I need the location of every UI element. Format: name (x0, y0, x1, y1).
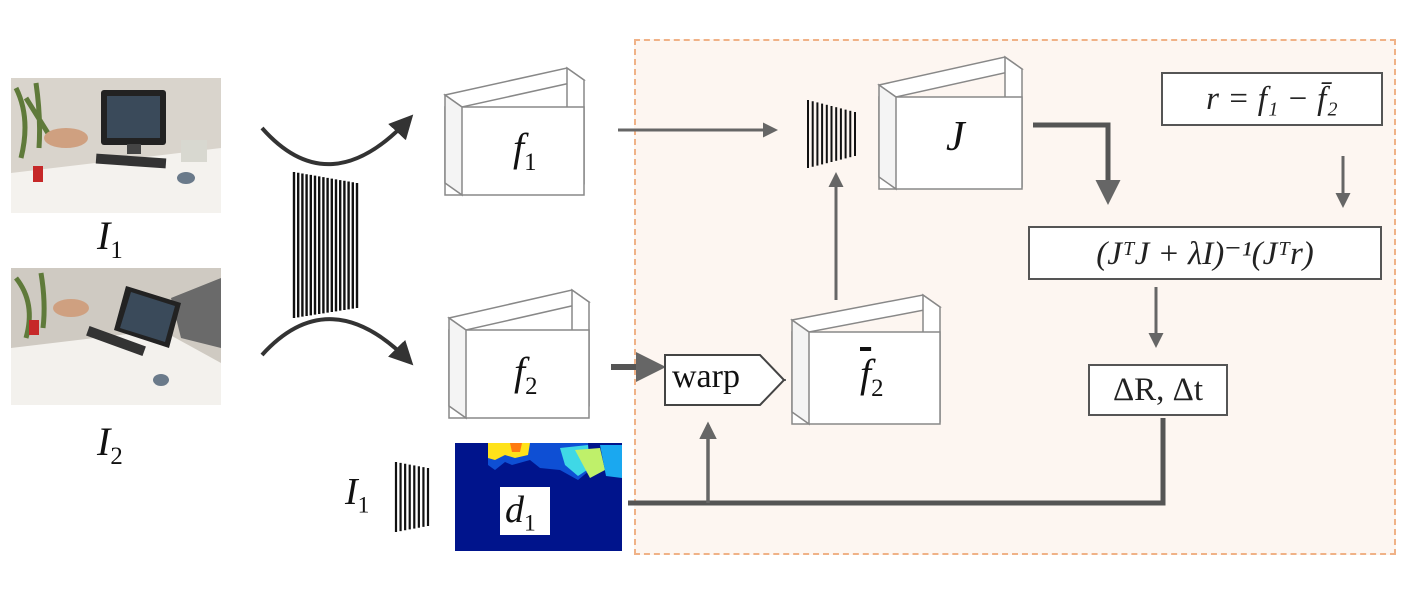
update-equation-box: (JᵀJ + λI)⁻¹(Jᵀr) (1028, 226, 1382, 280)
arrow-jacobian-to-update (1033, 122, 1121, 205)
arrow-image1-to-f1 (260, 114, 414, 167)
input-image-2 (11, 268, 221, 405)
feature-box-f2 (447, 288, 591, 420)
input-image-1-label: I1 (97, 213, 123, 264)
warp-node (664, 354, 786, 406)
jacobian-network-block (807, 100, 856, 168)
feature-box-jacobian (877, 55, 1024, 191)
depth-network-block (394, 462, 430, 532)
feature-box-f1 (443, 66, 586, 197)
arrow-image2-to-f2 (260, 317, 414, 366)
update-equation: (JᵀJ + λI)⁻¹(Jᵀr) (1096, 236, 1314, 272)
depth-input-label: I1 (345, 471, 370, 519)
depth-map (455, 443, 622, 551)
f2-warped-label: f2 (860, 351, 884, 402)
input-image-1 (11, 78, 221, 213)
pose-text: ΔR, Δt (1112, 371, 1204, 408)
f2-label: f2 (514, 349, 538, 400)
depth-label: d1 (505, 489, 536, 537)
feature-box-f2-warped (790, 293, 942, 426)
arrow-pose-to-warp (708, 418, 1166, 506)
residual-equation-box: r = f₁ − f̄₂ (1161, 72, 1383, 126)
pose-box: ΔR, Δt (1088, 364, 1228, 416)
warp-label: warp (672, 358, 740, 395)
residual-equation: r = f₁ − f̄₂ (1206, 80, 1338, 117)
jacobian-label: J (946, 114, 965, 160)
shared-encoder (292, 172, 359, 318)
f1-label: f1 (513, 125, 537, 176)
input-image-2-label: I2 (97, 419, 123, 470)
